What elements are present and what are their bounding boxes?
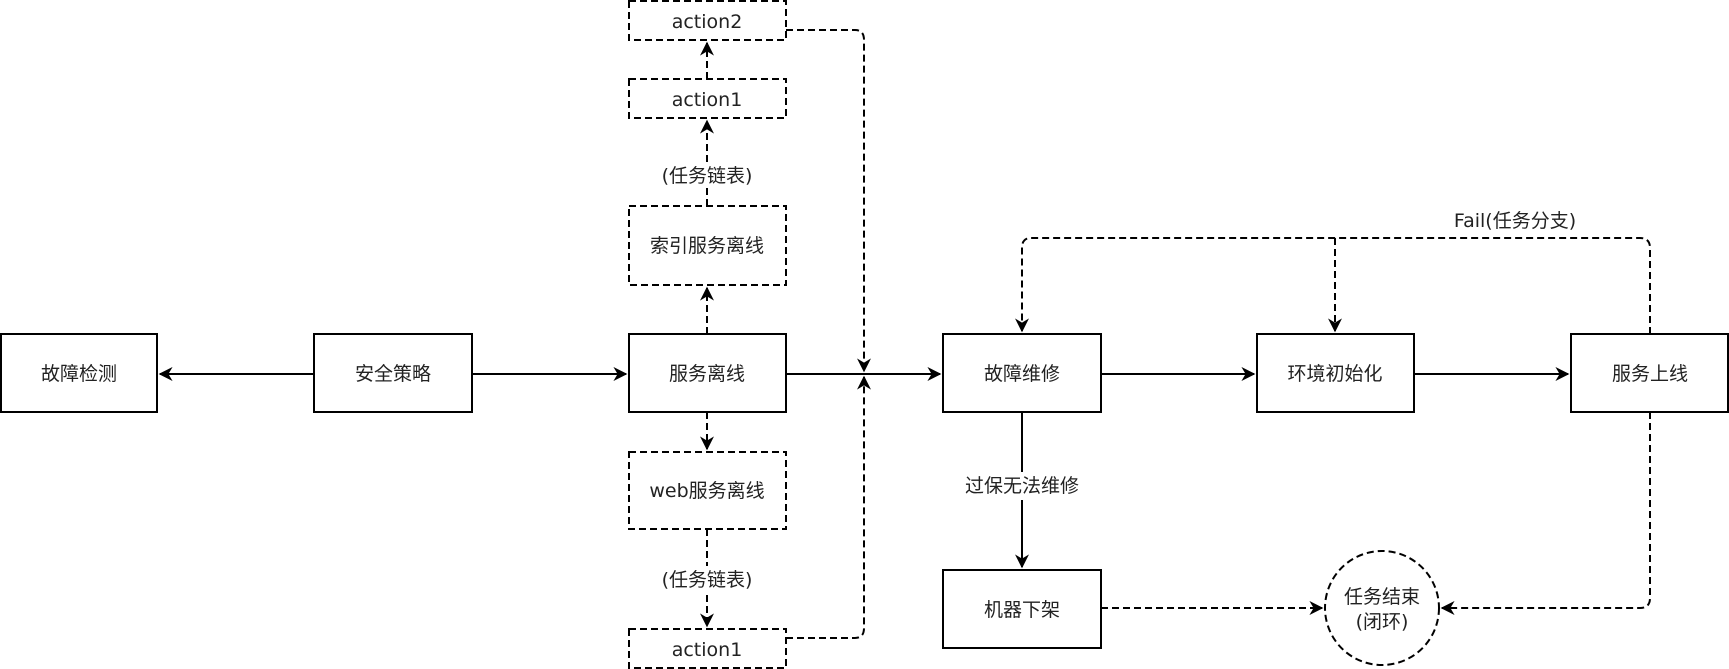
edge-online-to-end bbox=[1440, 412, 1651, 615]
node-index-action1[interactable]: action1 bbox=[628, 78, 787, 119]
node-web-action1-label: action1 bbox=[672, 639, 743, 661]
node-safety-policy-label: 安全策略 bbox=[355, 363, 431, 385]
node-index-action1-label: action1 bbox=[672, 89, 743, 111]
edge-label-web-chain: (任务链表) bbox=[662, 569, 753, 591]
node-env-init-label: 环境初始化 bbox=[1287, 363, 1382, 385]
node-web-action1[interactable]: action1 bbox=[628, 628, 787, 669]
edge-action2-to-repair bbox=[786, 29, 871, 373]
node-fault-repair-label: 故障维修 bbox=[984, 363, 1060, 385]
edge-web-action1-to-repair bbox=[786, 375, 871, 639]
node-task-end[interactable]: 任务结束 (闭环) bbox=[1324, 550, 1440, 666]
node-service-online-label: 服务上线 bbox=[1612, 363, 1688, 385]
node-machine-removal[interactable]: 机器下架 bbox=[942, 569, 1102, 649]
node-web-offline[interactable]: web服务离线 bbox=[628, 451, 787, 530]
node-fault-detect[interactable]: 故障检测 bbox=[0, 333, 158, 413]
node-task-end-label-line1: 任务结束 bbox=[1344, 586, 1420, 608]
node-fault-repair[interactable]: 故障维修 bbox=[942, 333, 1102, 413]
node-service-offline[interactable]: 服务离线 bbox=[628, 333, 787, 413]
node-index-offline[interactable]: 索引服务离线 bbox=[628, 205, 787, 286]
node-index-action2[interactable]: action2 bbox=[628, 0, 787, 41]
edge-label-out-of-warranty: 过保无法维修 bbox=[965, 475, 1079, 497]
node-safety-policy[interactable]: 安全策略 bbox=[313, 333, 473, 413]
node-machine-removal-label: 机器下架 bbox=[984, 599, 1060, 621]
node-service-offline-label: 服务离线 bbox=[669, 363, 745, 385]
node-task-end-label-line2: (闭环) bbox=[1356, 611, 1409, 633]
node-index-offline-label: 索引服务离线 bbox=[650, 235, 764, 257]
node-index-action2-label: action2 bbox=[672, 11, 743, 33]
node-fault-detect-label: 故障检测 bbox=[41, 363, 117, 385]
edge-label-index-chain: (任务链表) bbox=[662, 165, 753, 187]
node-web-offline-label: web服务离线 bbox=[649, 480, 764, 502]
node-env-init[interactable]: 环境初始化 bbox=[1256, 333, 1415, 413]
edge-label-fail-branch: Fail(任务分支) bbox=[1454, 210, 1576, 232]
edge-fail-to-repair bbox=[1015, 237, 1651, 334]
node-service-online[interactable]: 服务上线 bbox=[1570, 333, 1729, 413]
